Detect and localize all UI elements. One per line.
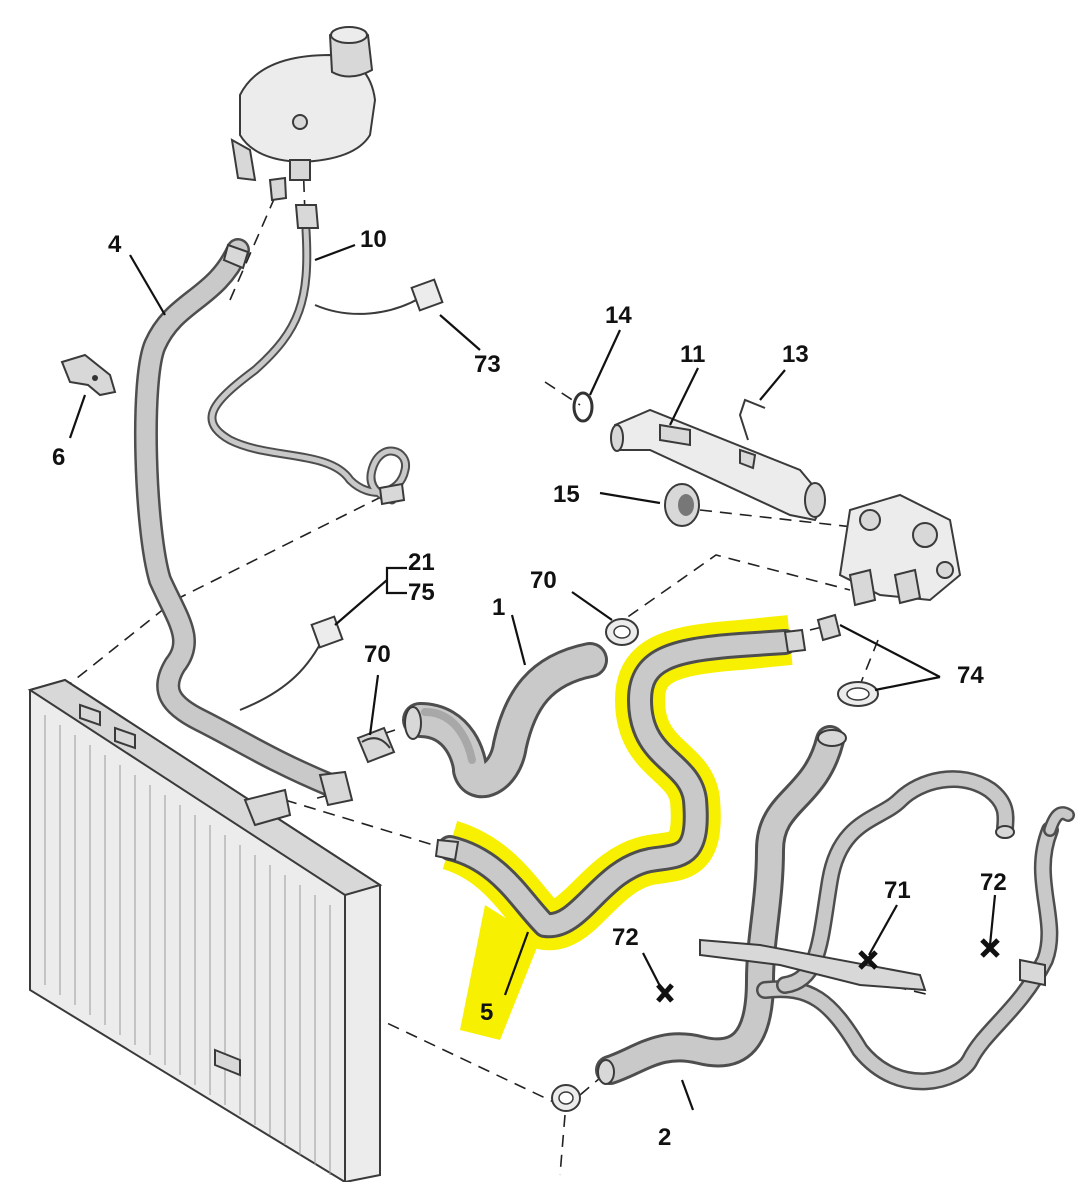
hose-2	[595, 725, 1075, 1091]
callout-14: 14	[605, 302, 632, 329]
seal-15	[664, 483, 700, 527]
callout-74: 74	[957, 662, 984, 689]
callout-labels: 4 10 73 6 14 11 13 15 21 75 70 1 70 74 7…	[52, 226, 1007, 1151]
callout-2: 2	[658, 1124, 671, 1151]
hose-1	[402, 642, 608, 799]
bracket-6	[60, 353, 117, 397]
leader-lines	[68, 243, 997, 1111]
callout-72-right: 72	[980, 869, 1007, 896]
clamp-70-right	[605, 618, 639, 646]
callout-10: 10	[360, 226, 387, 253]
callout-6: 6	[52, 444, 65, 471]
radiator	[27, 678, 383, 1182]
callout-15: 15	[553, 481, 580, 508]
callout-70-upper: 70	[530, 567, 557, 594]
callout-70-lower: 70	[364, 641, 391, 668]
callout-1: 1	[492, 594, 505, 621]
clamp-74-upper	[816, 613, 842, 642]
callout-4: 4	[108, 231, 122, 258]
hose-5-highlighted	[434, 615, 807, 1040]
callout-75: 75	[408, 579, 435, 606]
callout-13: 13	[782, 341, 809, 368]
callout-71: 71	[884, 877, 911, 904]
o-ring-14	[572, 391, 594, 423]
hose-4	[133, 238, 354, 807]
housing-11	[610, 408, 827, 522]
clamp-70-left	[356, 726, 396, 764]
callout-72-left: 72	[612, 924, 639, 951]
connector-73	[410, 278, 444, 312]
callout-73: 73	[474, 351, 501, 378]
expansion-tank	[230, 26, 377, 202]
coolant-outlet	[838, 493, 962, 607]
callout-5: 5	[480, 999, 493, 1026]
clip-13	[738, 398, 766, 441]
clamp-70-bottom	[551, 1084, 581, 1112]
pipe-10	[207, 204, 410, 506]
callout-21: 21	[408, 549, 435, 576]
clamp-74-lower	[837, 681, 879, 707]
callout-11: 11	[680, 341, 705, 368]
